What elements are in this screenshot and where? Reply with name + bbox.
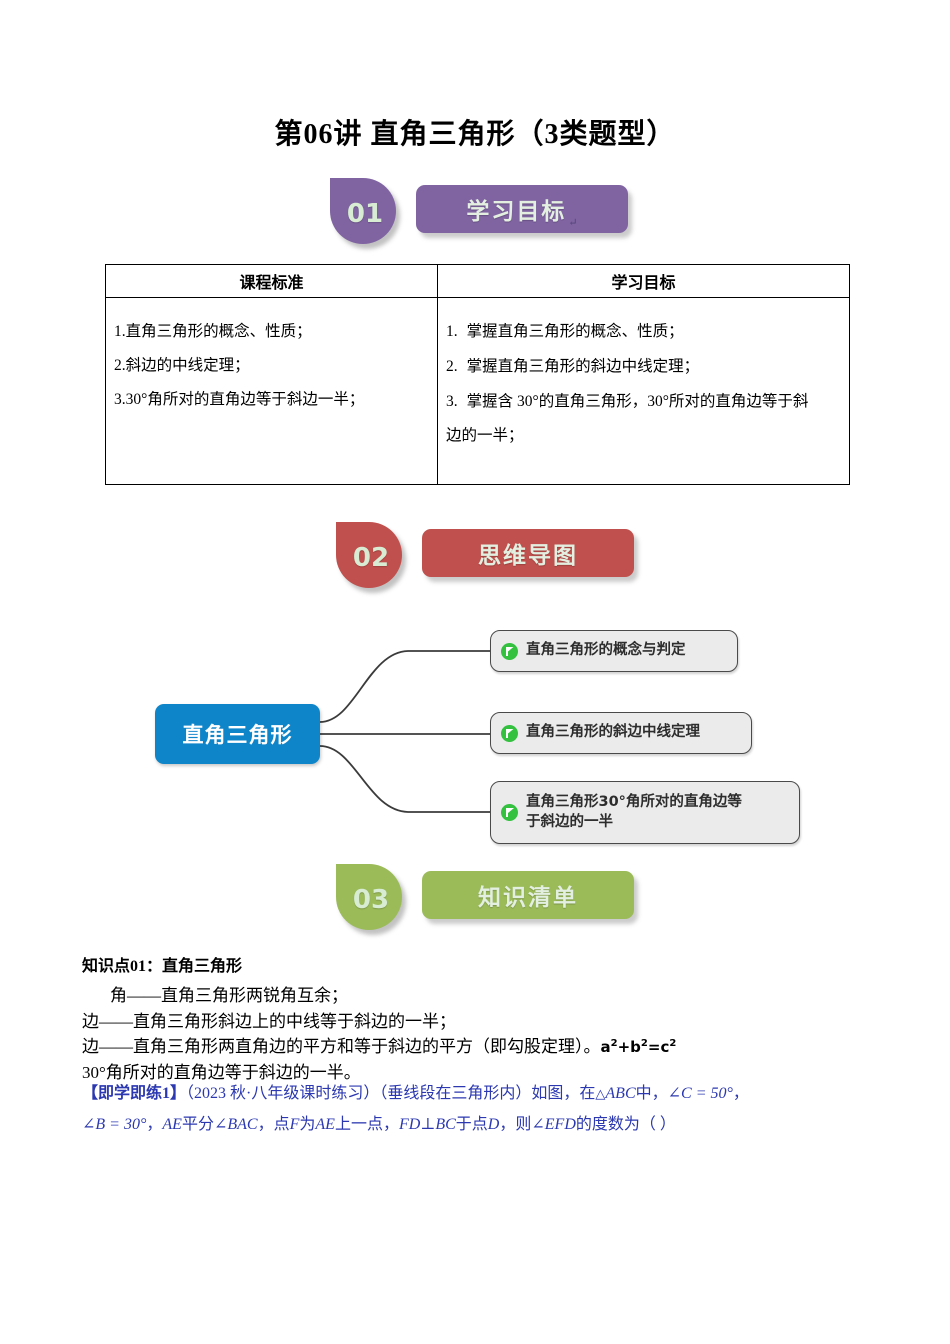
table-header-row: 课程标准 学习目标 bbox=[105, 264, 850, 298]
practice-text-end: ， bbox=[732, 1085, 749, 1102]
section-label-01: 学习目标 bbox=[466, 199, 567, 225]
angle-symbol bbox=[668, 1085, 681, 1102]
table-cell-standard: 1.直角三角形的概念、性质； 2.斜边的中线定理； 3.30°角所对的直角边等于… bbox=[105, 297, 438, 485]
knowledge-line-3: 边——直角三角形两直角边的平方和等于斜边的平方（即勾股定理）。a2+b2=c2 bbox=[82, 1034, 882, 1060]
practice-text-g: ，则 bbox=[499, 1116, 532, 1134]
practice-text-f2: 于点 bbox=[455, 1116, 488, 1134]
mindmap-diagram: 直角三角形 直角三角形的概念与判定 直角三角形的斜边中线定理 直角三角形30°角… bbox=[140, 618, 820, 858]
practice-text-bisect: 平分 bbox=[181, 1116, 214, 1134]
objective-text-3: 掌握含 30°的直角三角形，30°所对的直角边等于斜 bbox=[466, 392, 809, 410]
table-row: 1.直角三角形的概念、性质； 2.斜边的中线定理； 3.30°角所对的直角边等于… bbox=[105, 297, 850, 485]
section-number-03: 03 bbox=[352, 885, 390, 915]
table-cell-objectives: 1. 掌握直角三角形的概念、性质； 2. 掌握直角三角形的斜边中线定理； 3. 掌握含… bbox=[437, 297, 850, 485]
mindmap-node-label-2: 直角三角形的斜边中线定理 bbox=[526, 724, 700, 741]
practice-text-a: 如图，在 bbox=[531, 1085, 596, 1102]
page-title: 第06讲 直角三角形（3类题型） bbox=[274, 119, 676, 150]
flag-icon bbox=[501, 642, 518, 660]
knowledge-point-heading: 知识点01：直角三角形 bbox=[82, 958, 243, 975]
objective-text-3-continued: 边的一半； bbox=[446, 427, 524, 445]
objectives-table: 课程标准 学习目标 1.直角三角形的概念、性质； 2.斜边的中线定理； 3.30… bbox=[105, 264, 850, 485]
knowledge-line-4: 30°角所对的直角边等于斜边的一半。 bbox=[82, 1062, 361, 1082]
connector-branch-3 bbox=[319, 745, 490, 813]
knowledge-line-2: 边——直角三角形斜边上的中线等于斜边的一半； bbox=[82, 1011, 456, 1031]
section-plate-03: 知识清单 bbox=[422, 871, 634, 919]
mindmap-node-concept: 直角三角形的概念与判定 bbox=[490, 630, 738, 672]
mindmap-node-median-theorem: 直角三角形的斜边中线定理 bbox=[490, 712, 752, 754]
practice-sep-a: ， bbox=[146, 1116, 163, 1134]
objective-text-1: 掌握直角三角形的概念、性质； bbox=[466, 323, 684, 340]
practice-text-d: 为 bbox=[299, 1116, 316, 1134]
knowledge-body: 角——直角三角形两锐角互余； 边——直角三角形斜边上的中线等于斜边的一半； 边—… bbox=[82, 983, 882, 1085]
pilcrow-icon: ↵ bbox=[568, 217, 578, 229]
knowledge-line-3-text: 边——直角三角形两直角边的平方和等于斜边的平方（即勾股定理）。 bbox=[82, 1037, 601, 1056]
section-label-03: 知识清单 bbox=[478, 885, 578, 911]
practice-segment-bc: BC bbox=[435, 1116, 456, 1134]
practice-topic: （垂线段在三角形内） bbox=[379, 1085, 532, 1102]
section-number-02: 02 bbox=[352, 543, 390, 573]
practice-text-h: 的度数为（ ） bbox=[575, 1116, 676, 1134]
table-header-standard: 课程标准 bbox=[105, 264, 438, 298]
mindmap-node-thirty-degree: 直角三角形30°角所对的直角边等 于斜边的一半 bbox=[490, 781, 800, 844]
mindmap-node-label-3: 直角三角形30°角所对的直角边等 于斜边的一半 bbox=[526, 793, 742, 832]
section-label-02: 思维导图 bbox=[478, 543, 578, 569]
practice-line-1: 【即学即练1】（2023 秋·八年级课时练习）（垂线段在三角形内）如图，在 ABC… bbox=[82, 1078, 882, 1109]
objective-num-2: 2. bbox=[446, 357, 458, 375]
practice-text-e: 上一点， bbox=[334, 1116, 399, 1134]
practice-angle-b: B = 30° bbox=[95, 1116, 147, 1134]
section-number-01: 01 bbox=[346, 199, 384, 229]
practice-segment-fd: FD bbox=[398, 1116, 421, 1134]
flag-icon bbox=[501, 724, 518, 742]
practice-angle-efd: EFD bbox=[544, 1116, 576, 1134]
mindmap-connectors bbox=[319, 650, 490, 813]
section-plate-01: 学习目标 ↵ bbox=[416, 185, 628, 233]
triangle-symbol bbox=[595, 1085, 605, 1102]
mindmap-root-label: 直角三角形 bbox=[182, 723, 293, 747]
angle-symbol bbox=[531, 1116, 544, 1133]
mindmap-node-label-3-line2: 于斜边的一半 bbox=[526, 813, 613, 830]
standard-item-1: 1.直角三角形的概念、性质； bbox=[114, 323, 312, 340]
mindmap-node-label-3-line1: 直角三角形30°角所对的直角边等 bbox=[526, 793, 742, 810]
standard-item-2: 2.斜边的中线定理； bbox=[114, 356, 250, 374]
section-badge-02: 02 bbox=[336, 522, 402, 588]
practice-line-2: B = 30°，AE平分BAC，点F为AE上一点，FDBC于点D，则EFD的度数… bbox=[82, 1109, 882, 1140]
practice-tag: 【即学即练1】 bbox=[82, 1085, 187, 1102]
mindmap-node-label-1: 直角三角形的概念与判定 bbox=[526, 642, 686, 659]
practice-text-b: 中， bbox=[635, 1085, 668, 1102]
connector-branch-1 bbox=[319, 650, 490, 723]
pythagorean-formula: a2+b2=c2 bbox=[600, 1038, 677, 1056]
practice-triangle-abc: ABC bbox=[605, 1085, 636, 1102]
objective-text-2: 掌握直角三角形的斜边中线定理； bbox=[466, 357, 700, 375]
flag-icon bbox=[501, 804, 518, 821]
practice-segment-ae-2: AE bbox=[315, 1116, 335, 1134]
practice-angle-c: C = 50° bbox=[681, 1085, 733, 1102]
section-plate-02: 思维导图 bbox=[422, 529, 634, 577]
section-badge-03: 03 bbox=[336, 864, 402, 930]
perpendicular-symbol bbox=[420, 1116, 435, 1133]
practice-point-d: D bbox=[487, 1116, 500, 1134]
objective-item-1: 1. 掌握直角三角形的概念、性质； bbox=[446, 322, 839, 342]
knowledge-line-1: 角——直角三角形两锐角互余； bbox=[110, 986, 348, 1005]
objective-num-1: 1. bbox=[446, 323, 458, 340]
mindmap-root-node: 直角三角形 bbox=[155, 704, 320, 764]
practice-source: （2023 秋·八年级课时练习） bbox=[186, 1085, 380, 1102]
practice-point-f: F bbox=[289, 1116, 300, 1134]
table-header-objectives: 学习目标 bbox=[437, 264, 850, 298]
angle-symbol bbox=[214, 1116, 227, 1133]
angle-symbol bbox=[82, 1116, 95, 1133]
practice-sep-c: ，点 bbox=[257, 1116, 290, 1134]
standard-item-3: 3.30°角所对的直角边等于斜边一半； bbox=[114, 390, 365, 408]
practice-angle-bac: BAC bbox=[227, 1116, 258, 1134]
objective-item-2: 2. 掌握直角三角形的斜边中线定理； bbox=[446, 357, 839, 377]
objective-num-3: 3. bbox=[446, 392, 458, 410]
objective-item-3: 3. 掌握含 30°的直角三角形，30°所对的直角边等于斜 bbox=[446, 392, 839, 412]
practice-segment-ae: AE bbox=[162, 1116, 182, 1134]
section-badge-01: 01 bbox=[330, 178, 396, 244]
practice-problem: 【即学即练1】（2023 秋·八年级课时练习）（垂线段在三角形内）如图，在 ABC… bbox=[82, 1078, 882, 1140]
